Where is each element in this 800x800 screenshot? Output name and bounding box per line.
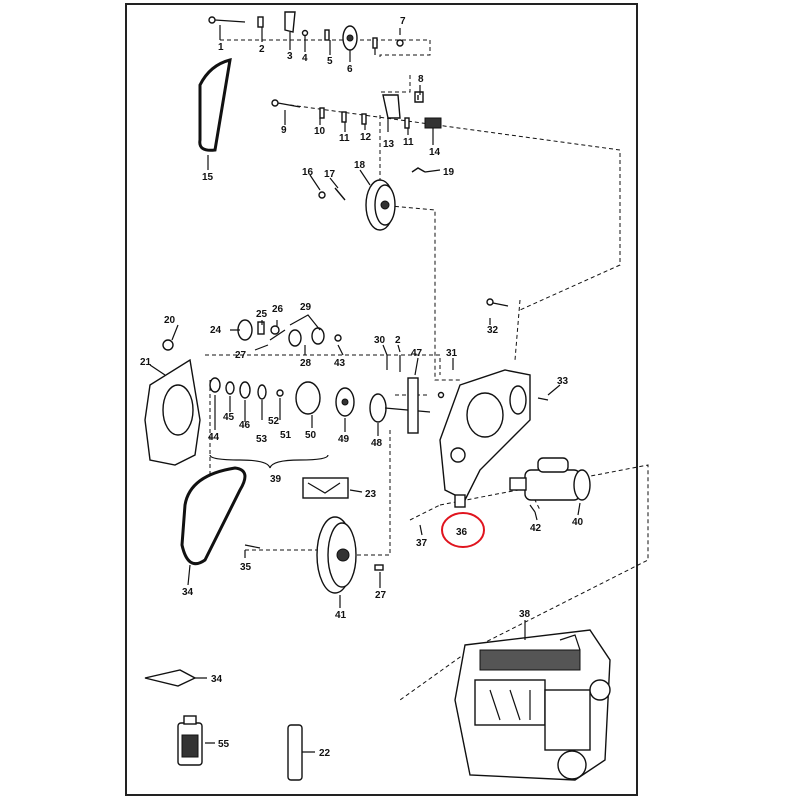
- label-22: 22: [319, 748, 331, 759]
- label-11b: 11: [403, 137, 414, 148]
- label-39: 39: [270, 474, 282, 485]
- label-2: 2: [259, 44, 265, 55]
- label-47: 47: [411, 348, 423, 359]
- label-20: 20: [164, 315, 176, 326]
- label-17: 17: [324, 169, 336, 180]
- label-24: 24: [210, 325, 222, 336]
- label-19: 19: [443, 167, 455, 178]
- belt-15: [198, 57, 232, 152]
- label-7: 7: [400, 16, 406, 27]
- label-11a: 11: [339, 133, 350, 144]
- label-27a: 27: [235, 350, 247, 361]
- gear-case-cover: [437, 298, 549, 508]
- label-32: 32: [487, 325, 499, 336]
- label-9: 9: [281, 125, 287, 136]
- dashed-leader-lines: [205, 39, 649, 701]
- label-48: 48: [371, 438, 383, 449]
- label-23: 23: [365, 489, 377, 500]
- label-36: 36: [456, 527, 468, 538]
- label-2b: 2: [395, 335, 401, 346]
- label-18: 18: [354, 160, 366, 171]
- second-row-parts: [271, 94, 442, 129]
- pulley-18: [318, 167, 426, 231]
- group-brace-39: [209, 454, 329, 469]
- label-8: 8: [418, 74, 424, 85]
- label-53: 53: [256, 434, 268, 445]
- label-29: 29: [300, 302, 312, 313]
- label-51: 51: [280, 430, 292, 441]
- label-12: 12: [360, 132, 372, 143]
- gear-shaft-row: [209, 355, 431, 434]
- crank-pulley-41: [244, 516, 384, 594]
- label-14: 14: [429, 147, 441, 158]
- starter-motor-40: [509, 457, 591, 513]
- sleeve-22: [287, 724, 303, 781]
- label-34a: 34: [182, 587, 194, 598]
- part-labels: 1 2 3 4 5 6 7 8 9 10 11 12 13 11 14 15 1…: [140, 16, 584, 759]
- label-leaders: [149, 25, 581, 753]
- label-34b: 34: [211, 674, 223, 685]
- label-16: 16: [302, 167, 314, 178]
- label-49: 49: [338, 434, 350, 445]
- highlight-circle-36: [441, 512, 485, 548]
- idler-parts: [237, 314, 342, 347]
- label-1: 1: [218, 42, 224, 53]
- top-row-parts: [208, 11, 424, 103]
- bottle-55: [177, 715, 203, 766]
- sealant-tube-34: [144, 669, 197, 687]
- label-28: 28: [300, 358, 312, 369]
- label-33: 33: [557, 376, 569, 387]
- label-4: 4: [302, 53, 308, 64]
- label-45: 45: [223, 412, 235, 423]
- label-41: 41: [335, 610, 347, 621]
- label-52: 52: [268, 416, 280, 427]
- label-10: 10: [314, 126, 326, 137]
- label-42: 42: [530, 523, 542, 534]
- label-26: 26: [272, 304, 284, 315]
- label-13: 13: [383, 139, 395, 150]
- engine-assembly-38: [454, 629, 611, 781]
- label-43: 43: [334, 358, 346, 369]
- label-37: 37: [416, 538, 428, 549]
- label-27b: 27: [375, 590, 387, 601]
- label-3: 3: [287, 51, 293, 62]
- belt-34: [180, 466, 247, 566]
- label-35: 35: [240, 562, 252, 573]
- label-50: 50: [305, 430, 317, 441]
- label-30: 30: [374, 335, 386, 346]
- label-46: 46: [239, 420, 251, 431]
- label-21: 21: [140, 357, 152, 368]
- label-6: 6: [347, 64, 353, 75]
- label-44: 44: [208, 432, 220, 443]
- label-25: 25: [256, 309, 268, 320]
- decal-23: [302, 477, 349, 499]
- label-31: 31: [446, 348, 458, 359]
- label-5: 5: [327, 56, 333, 67]
- cover-plate-21: [144, 339, 201, 466]
- label-55: 55: [218, 739, 230, 750]
- label-38: 38: [519, 609, 531, 620]
- label-15: 15: [202, 172, 214, 183]
- label-40: 40: [572, 517, 584, 528]
